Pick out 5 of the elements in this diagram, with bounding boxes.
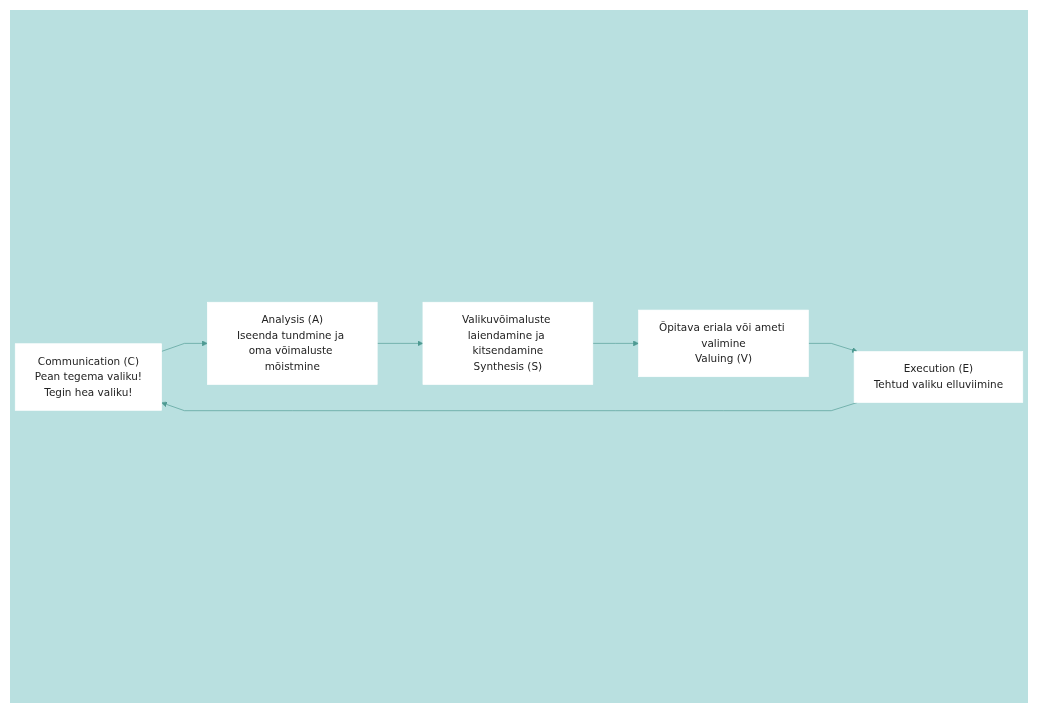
node-box: Communication (C) Pean tegema valiku! Tegin hea valiku!	[14, 343, 162, 411]
node-box: Analysis (A) Iseenda tundmine ja oma võimaluste mõistmine	[207, 301, 378, 385]
node-box: Valikuvõimaluste laiendamine ja kitsendamine Synthesis (S)	[422, 301, 594, 385]
node-box: Execution (E) Tehtud valiku elluviimine	[853, 351, 1024, 403]
node-box: Õpitava eriala või ameti valimine Valuing (V)	[638, 309, 809, 378]
